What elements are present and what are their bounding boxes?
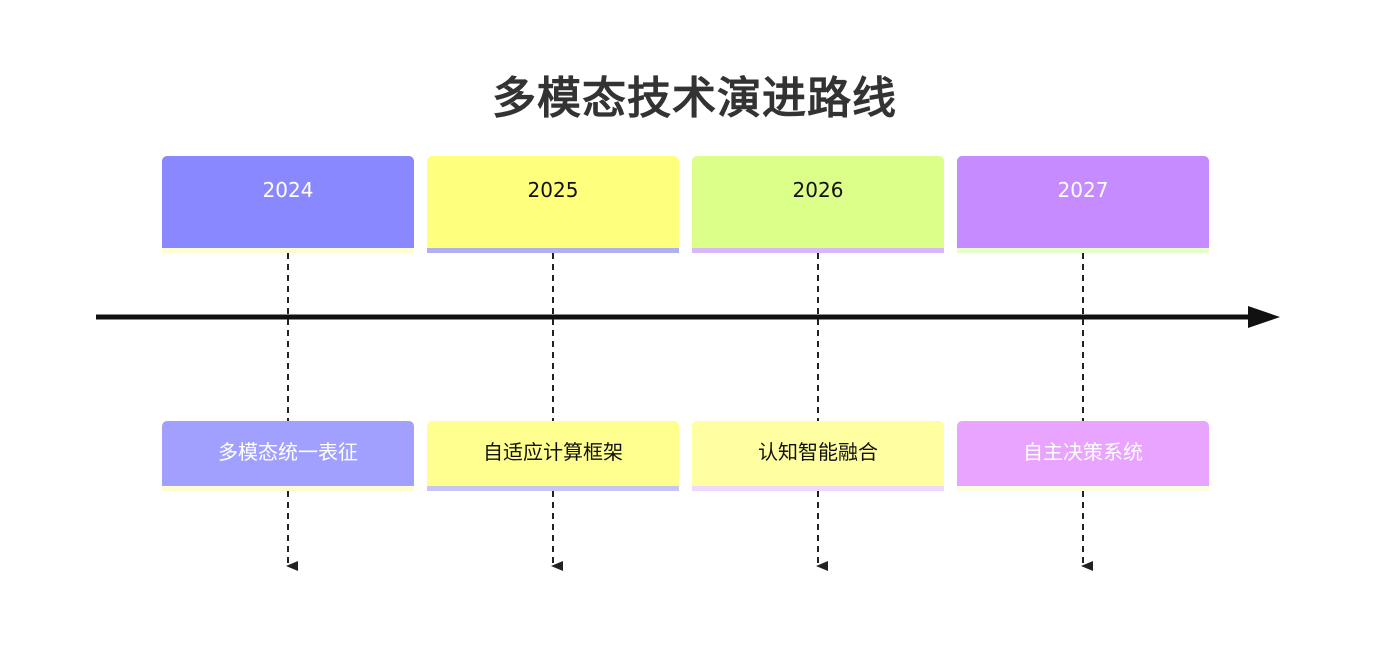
year-card-2025: 2025	[427, 156, 679, 253]
event-label: 认知智能融合	[758, 439, 878, 464]
event-card-2026: 认知智能融合	[692, 421, 944, 491]
year-label: 2027	[1057, 178, 1109, 202]
timeline-arrow-icon	[1248, 306, 1280, 328]
event-label: 自适应计算框架	[483, 439, 623, 464]
event-card-2025: 自适应计算框架	[427, 421, 679, 491]
year-label: 2024	[262, 178, 314, 202]
event-label: 自主决策系统	[1023, 439, 1143, 464]
year-card-2027: 2027	[957, 156, 1209, 253]
event-card-2024: 多模态统一表征	[162, 421, 414, 491]
year-label: 2026	[792, 178, 844, 202]
year-label: 2025	[527, 178, 579, 202]
year-card-2024: 2024	[162, 156, 414, 253]
year-card-2026: 2026	[692, 156, 944, 253]
event-card-2027: 自主决策系统	[957, 421, 1209, 491]
event-label: 多模态统一表征	[218, 439, 358, 464]
page-title: 多模态技术演进路线	[492, 73, 897, 124]
